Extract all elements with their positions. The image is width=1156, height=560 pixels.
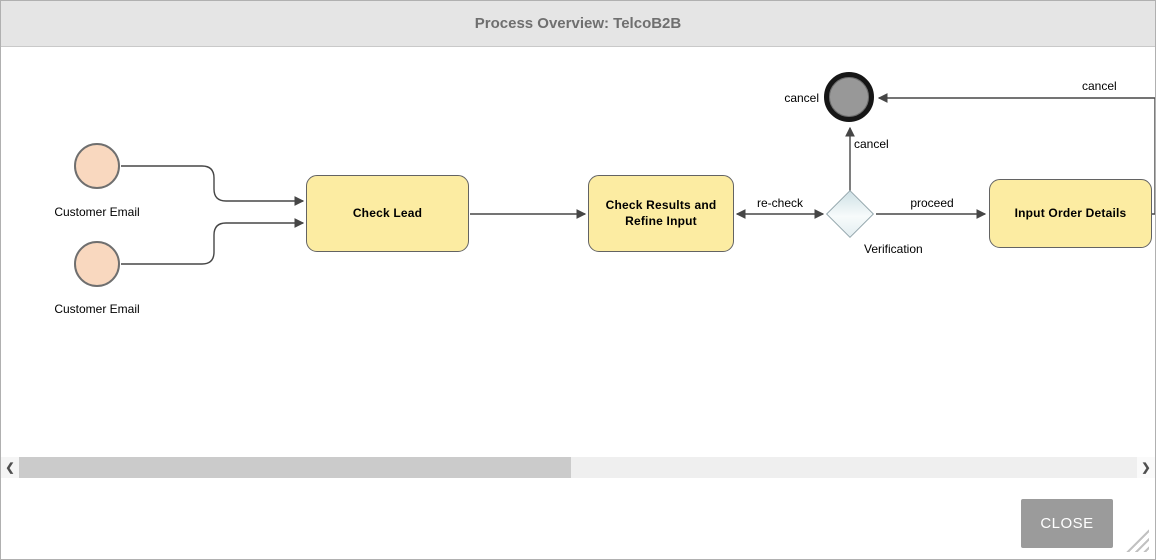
dialog-title: Process Overview: TelcoB2B xyxy=(474,15,682,32)
resize-handle-icon[interactable] xyxy=(1124,529,1149,552)
dialog-footer: CLOSE xyxy=(1,478,1155,559)
chevron-left-icon: ❮ xyxy=(5,462,15,474)
connectors-layer xyxy=(121,93,1155,265)
start-event-1-label: Customer Email xyxy=(54,205,140,219)
chevron-right-icon: ❯ xyxy=(1141,462,1151,474)
dialog-header: Process Overview: TelcoB2B xyxy=(1,1,1155,47)
start-event-2 xyxy=(74,241,120,287)
task-check-lead: Check Lead xyxy=(306,175,469,252)
flow-order-to-end-cancel xyxy=(877,93,1155,215)
start-event-1 xyxy=(74,143,120,189)
close-button[interactable]: CLOSE xyxy=(1021,499,1113,548)
flow-label-cancel-up: cancel xyxy=(854,137,889,151)
scroll-left-button[interactable]: ❮ xyxy=(1,457,19,478)
task-input-order-details: Input Order Details xyxy=(989,179,1152,248)
scroll-right-button[interactable]: ❯ xyxy=(1137,457,1155,478)
diagram-canvas: Customer Email Customer Email Check Lead… xyxy=(1,47,1155,457)
start-event-2-label: Customer Email xyxy=(54,302,140,316)
horizontal-scrollbar[interactable]: ❮ ❯ xyxy=(1,457,1155,478)
flow-start2-to-check-lead xyxy=(121,218,305,265)
flow-label-proceed: proceed xyxy=(910,196,954,210)
flow-label-cancel-top-right: cancel xyxy=(1082,79,1117,93)
task-check-results: Check Results and Refine Input xyxy=(588,175,734,252)
flow-label-recheck: re-check xyxy=(756,196,803,210)
end-event-cancel xyxy=(824,72,874,122)
scrollbar-thumb[interactable] xyxy=(19,457,571,478)
flow-start1-to-check-lead xyxy=(121,165,305,206)
gateway-label: Verification xyxy=(864,242,923,256)
end-event-label: cancel xyxy=(784,91,819,105)
